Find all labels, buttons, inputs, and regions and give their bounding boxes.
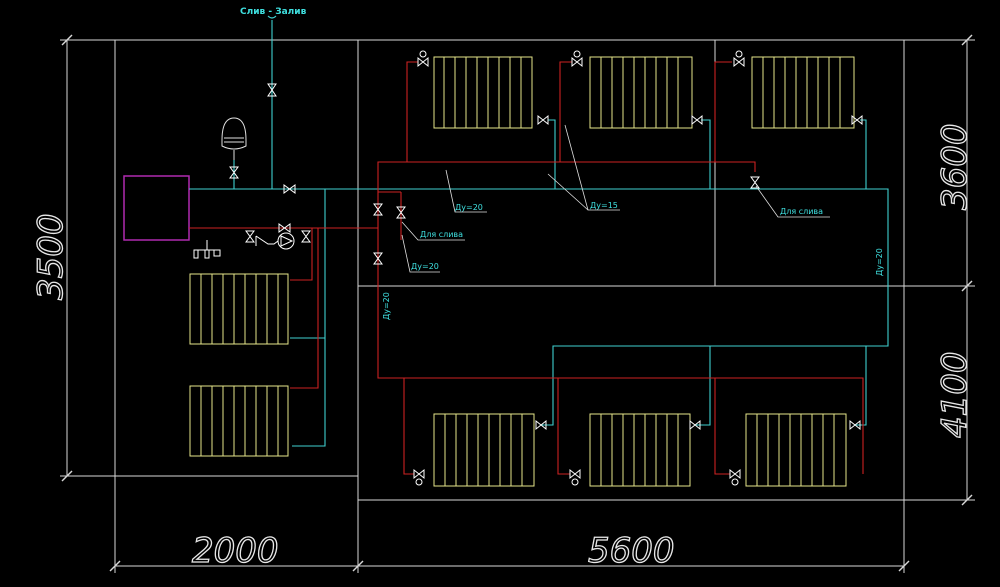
valve-r2-in [571, 56, 583, 68]
label-drain-1: Для слива [420, 230, 463, 239]
safety-group [193, 240, 221, 259]
valve-r2-out [691, 114, 703, 126]
valve-r3-out [851, 114, 863, 126]
valve-pump-2 [245, 230, 255, 243]
label-du20-a: Ду=20 [455, 203, 483, 212]
valve-top-pipe [267, 83, 277, 97]
label-du20-vert-right: Ду=20 [875, 248, 884, 276]
radiators [189, 56, 855, 487]
radiator-8 [189, 385, 289, 457]
label-du20-b: Ду=20 [411, 262, 439, 271]
valve-r4-in [413, 468, 425, 480]
dim-right-upper: 3600 [935, 123, 975, 210]
valve-drain-2 [396, 206, 406, 219]
valve-r6-out [849, 419, 861, 431]
valve-heads [415, 50, 743, 486]
supply-pipes [189, 61, 864, 475]
valves [229, 56, 863, 480]
valve-pump-3 [301, 230, 311, 243]
valve-r3-in [733, 56, 745, 68]
valve-drain-3 [373, 252, 383, 265]
return-pipes [189, 15, 889, 447]
radiator-6 [745, 413, 847, 487]
valve-pump-1 [278, 223, 291, 233]
dim-left-height: 3500 [31, 213, 71, 300]
label-drain-2: Для слива [780, 207, 823, 216]
valve-drain-4 [750, 176, 760, 189]
pump [255, 232, 295, 250]
leader-lines [401, 124, 830, 273]
radiator-4 [433, 413, 535, 487]
valve-r6-in [729, 468, 741, 480]
valve-r1-in [417, 56, 429, 68]
walls [60, 39, 975, 573]
radiator-3 [751, 56, 855, 129]
radiator-1 [433, 56, 533, 129]
radiator-7 [189, 273, 289, 345]
valve-r5-in [569, 468, 581, 480]
dim-right-lower: 4100 [935, 351, 975, 438]
boiler [123, 175, 190, 241]
dimension-ticks [61, 34, 973, 572]
radiator-2 [589, 56, 693, 129]
label-du20-vert-left: Ду=20 [382, 292, 391, 320]
radiator-5 [589, 413, 691, 487]
valve-r4-out [535, 419, 547, 431]
valve-r1-out [537, 114, 549, 126]
label-du15: Ду=15 [590, 201, 618, 210]
valve-drain-1 [373, 203, 383, 216]
valve-tank [229, 166, 239, 179]
dim-bottom-right: 5600 [588, 531, 675, 571]
valve-main [283, 184, 296, 194]
dim-bottom-left: 2000 [192, 531, 279, 571]
valve-r5-out [689, 419, 701, 431]
label-top-pipe: Слив - Залив [240, 7, 307, 17]
